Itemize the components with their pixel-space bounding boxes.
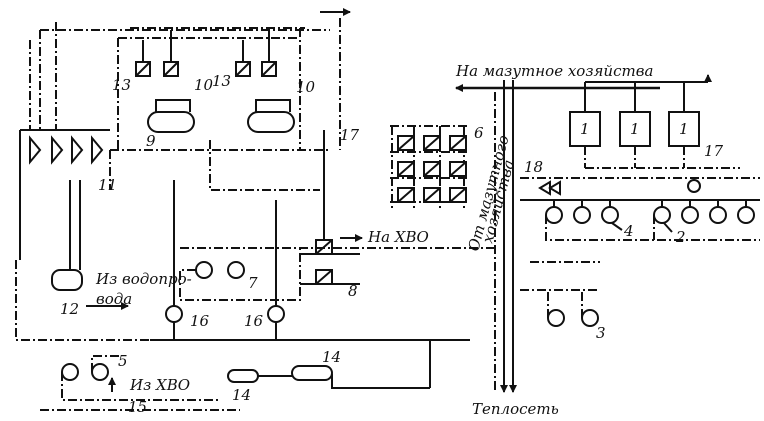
pump-16a	[165, 305, 183, 323]
ref-12: 12	[60, 300, 79, 318]
pump-5b	[91, 363, 109, 381]
pump-7b	[227, 261, 245, 279]
ref-17b: 17	[704, 142, 724, 160]
ref-1a: 1	[580, 120, 590, 138]
ref-15: 15	[128, 398, 147, 416]
storage-tank-12	[51, 269, 83, 291]
ref-10b: 10	[296, 78, 316, 96]
pump-7a	[195, 261, 213, 279]
ref-1b: 1	[630, 120, 640, 138]
ref-13a: 13	[112, 76, 131, 94]
ref-18: 18	[524, 158, 543, 176]
to-hvo-label: На ХВО	[367, 228, 429, 246]
ref-1c: 1	[679, 120, 689, 138]
mazut-heater-bank	[390, 125, 470, 210]
ref-5: 5	[118, 352, 128, 370]
heat-exchangers-8	[300, 130, 363, 285]
from-water-label-1: Из водопро-	[95, 270, 192, 288]
pump-16b	[267, 305, 285, 323]
ref-16a: 16	[190, 312, 210, 330]
ref-9: 9	[146, 132, 156, 150]
mazut-out-label: На мазутное хозяйства	[455, 62, 653, 80]
tank-14b	[291, 365, 333, 381]
ref-11: 11	[98, 176, 117, 194]
ref-17a: 17	[340, 126, 360, 144]
tank-14a	[227, 369, 259, 383]
ref-10a: 10	[194, 76, 214, 94]
deaerators	[109, 27, 330, 191]
ref-7: 7	[248, 274, 258, 292]
ref-3: 3	[596, 324, 606, 342]
pumps-11	[19, 129, 110, 260]
ref-16b: 16	[244, 312, 264, 330]
heat-net-label: Теплосеть	[472, 400, 559, 418]
ref-8: 8	[348, 282, 358, 300]
from-water-label-2: вода	[96, 290, 132, 308]
ref-2: 2	[675, 228, 686, 246]
ref-4: 4	[623, 222, 634, 240]
ref-14b: 14	[232, 386, 251, 404]
boiler-units	[569, 74, 740, 169]
pump-5a	[61, 363, 79, 381]
from-hvo-label: Из ХВО	[129, 376, 190, 394]
ref-13b: 13	[212, 72, 231, 90]
ref-6: 6	[474, 124, 484, 142]
pump-3a	[547, 309, 565, 327]
ref-14a: 14	[322, 348, 341, 366]
mazut-pumps	[520, 177, 760, 241]
